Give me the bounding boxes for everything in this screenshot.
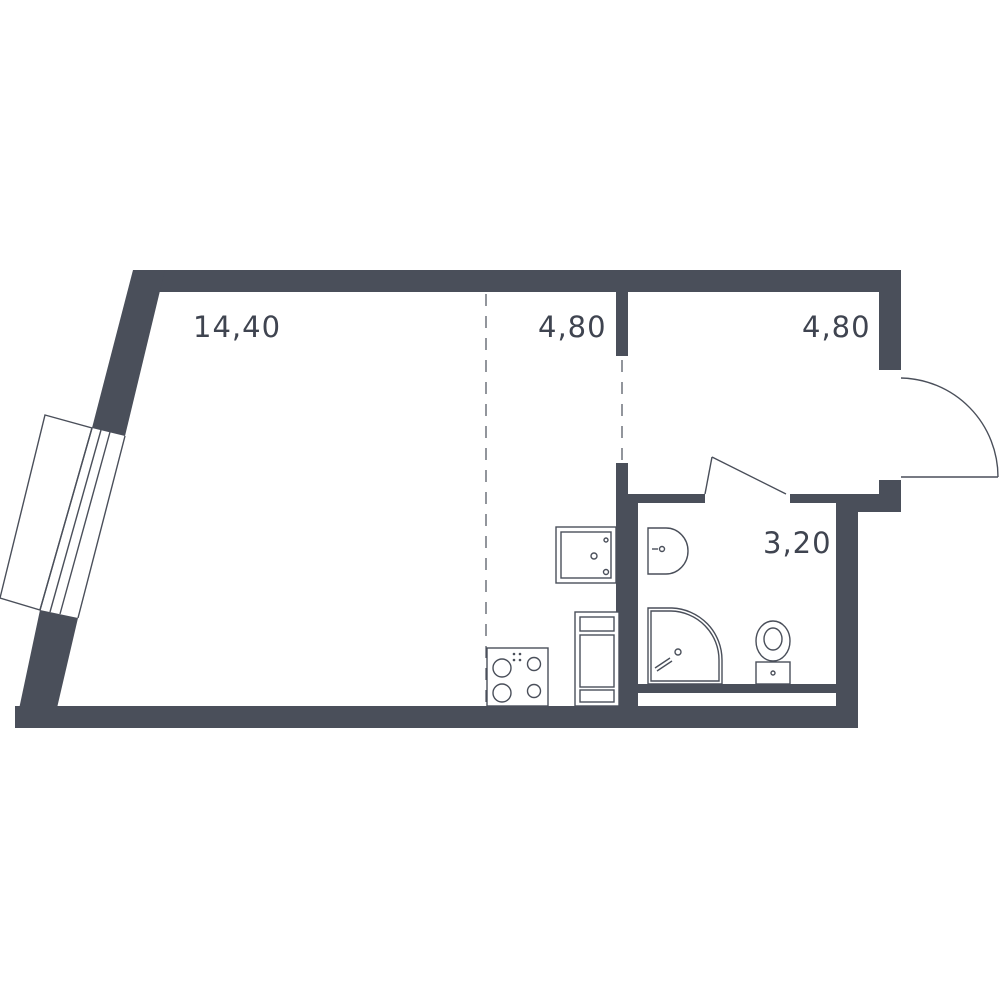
toilet-seat (763, 627, 783, 651)
shower-head (656, 660, 673, 672)
shower-tray-inner (650, 610, 720, 682)
fridge-bottom-panel (579, 689, 615, 703)
burner (526, 683, 542, 699)
control-dot (518, 658, 522, 662)
shower-head (654, 657, 671, 669)
refrigerator (574, 611, 620, 707)
entrance-door (900, 377, 999, 478)
washbasin-drain (658, 545, 666, 553)
right-wall-upper (879, 270, 901, 370)
door-swing-arc (900, 377, 999, 478)
control-dot (512, 652, 516, 656)
kitchen-area-label: 4,80 (538, 310, 607, 344)
partition-kitchen-hall (616, 292, 628, 356)
left-wall-lower (15, 610, 78, 728)
burner (526, 656, 542, 672)
shower-drain (674, 648, 682, 656)
bottom-wall (15, 706, 858, 728)
fridge-top-panel (579, 616, 615, 632)
left-wall-upper (92, 270, 165, 436)
burner (492, 683, 512, 703)
bathroom-outer-wall (836, 494, 858, 728)
top-wall (133, 270, 901, 292)
sink-basin (560, 531, 612, 579)
toilet-tank (755, 661, 791, 685)
shower (647, 607, 723, 685)
bathroom-bottom-wall (638, 684, 836, 693)
bathroom-area-label: 3,20 (763, 526, 832, 560)
window (0, 414, 126, 619)
toilet-bowl (755, 620, 791, 662)
control-dot (512, 658, 516, 662)
control-dot (518, 652, 522, 656)
bathroom-door (704, 456, 787, 495)
bathroom-top-wall-left (628, 494, 705, 503)
door-leaf (711, 456, 787, 495)
exterior-walls (15, 270, 901, 728)
door-jamb (704, 456, 713, 495)
bathroom-left-wall (628, 494, 638, 706)
right-wall-return (856, 494, 901, 512)
burner (492, 658, 512, 678)
washbasin-bowl (647, 527, 689, 575)
bathroom-top-wall-right (790, 494, 838, 503)
cooktop-body (486, 647, 549, 707)
sink-tap (603, 537, 609, 543)
fridge-door-panel (579, 634, 615, 688)
hallway-area-label: 4,80 (802, 310, 871, 344)
window-pane-line (59, 431, 111, 615)
cooktop (486, 647, 549, 707)
window-pane-line (49, 429, 102, 613)
window-pane-line (39, 427, 93, 611)
shower-tray (647, 607, 723, 685)
sink-drain (590, 552, 598, 560)
sink-tap (602, 568, 610, 576)
window-pane-line (77, 435, 126, 619)
toilet (755, 620, 791, 685)
living-room-area-label: 14,40 (193, 310, 281, 344)
kitchen-sink (555, 526, 617, 584)
toilet-flush (770, 670, 776, 676)
washbasin (647, 527, 689, 575)
